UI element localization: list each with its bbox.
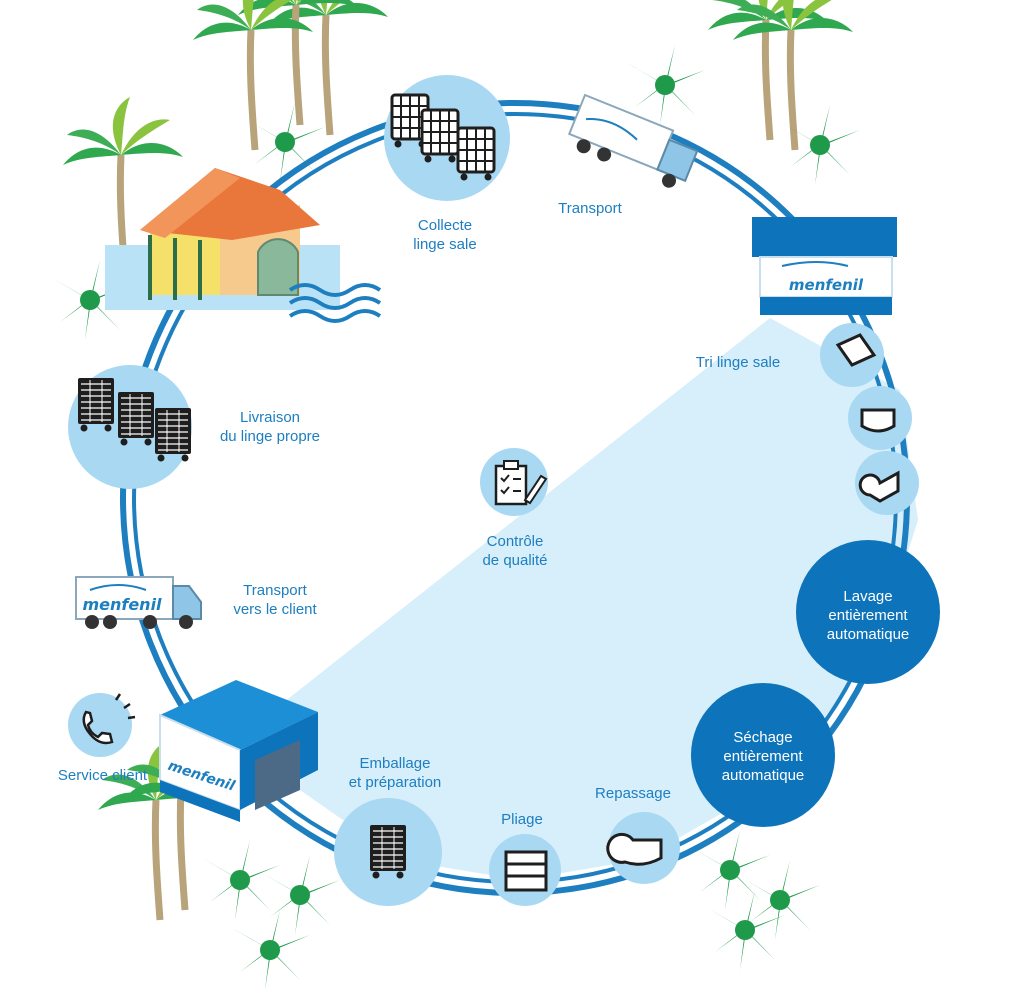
fern-icon	[262, 855, 340, 935]
fern-icon	[627, 45, 705, 125]
packed-cart-icon	[369, 824, 407, 880]
ironed-linen-icon	[606, 832, 663, 866]
sheet-icon	[835, 333, 877, 367]
transport-label: Transport	[558, 200, 622, 217]
pliage-label: Pliage	[501, 811, 543, 828]
truck-icon	[567, 93, 699, 188]
ring-lines-icon	[114, 693, 136, 720]
sechage-node	[691, 683, 835, 827]
brand-logo-truck: menfenil	[82, 595, 162, 614]
service-client-node	[68, 693, 132, 757]
clipboard-icon	[494, 460, 548, 506]
client-house-icon	[105, 168, 382, 323]
rolled-linen-icon	[858, 470, 900, 503]
laundry-building-icon: menfenil	[752, 217, 897, 315]
lavage-node	[796, 540, 940, 684]
delivery-truck-icon: menfenil	[75, 576, 202, 629]
brand-logo-top: menfenil	[789, 276, 864, 294]
tri-label: Tri linge sale	[695, 354, 781, 371]
service-client-label: Service client	[57, 767, 148, 784]
fern-icon	[202, 840, 280, 920]
repassage-label: Repassage	[595, 785, 671, 802]
palm-tree-icon	[733, 0, 853, 150]
palm-tree-icon	[238, 0, 358, 125]
towel-icon	[860, 408, 896, 433]
folding-machine-icon	[504, 850, 548, 892]
warehouse-icon: menfenil	[159, 680, 318, 822]
phone-icon	[82, 710, 114, 745]
fern-icon	[232, 910, 310, 990]
